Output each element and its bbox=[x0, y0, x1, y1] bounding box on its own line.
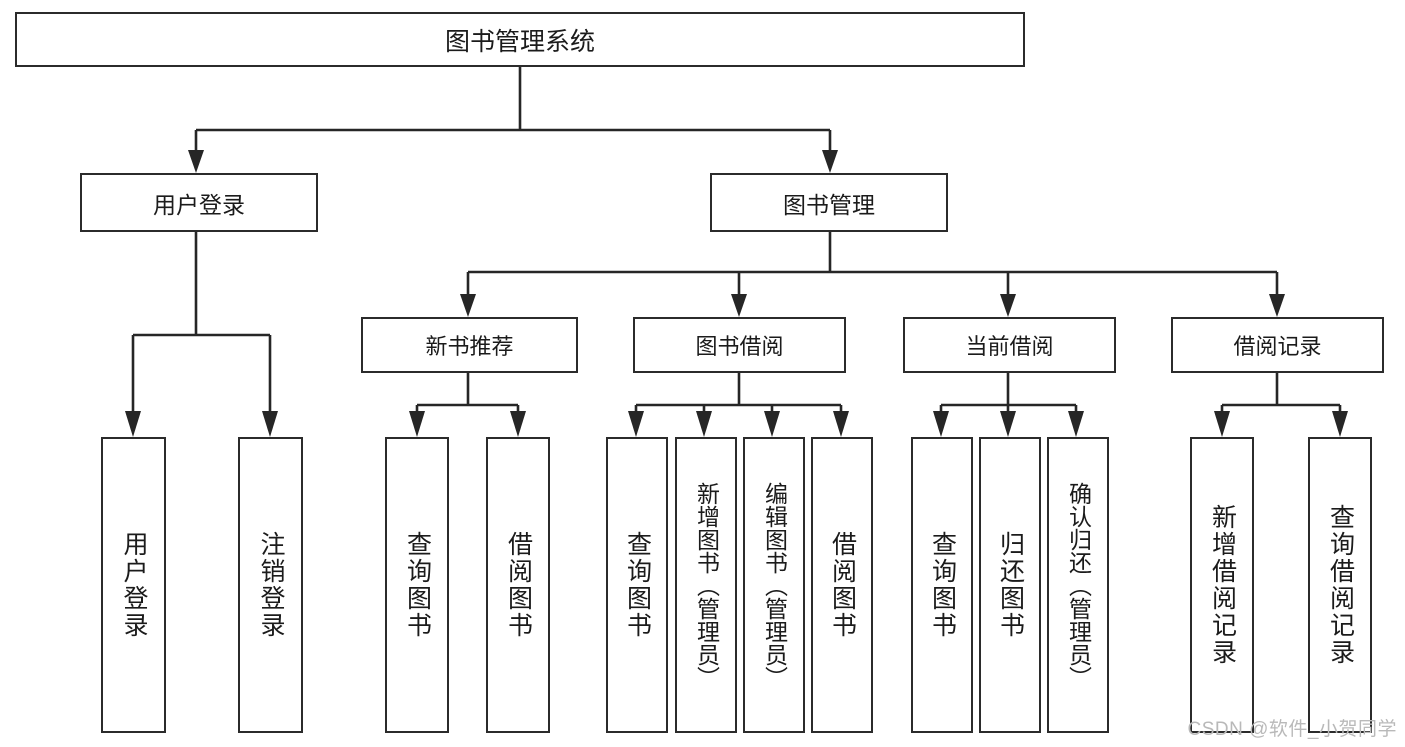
arrow-bookmanage-to-book-borrow bbox=[731, 294, 747, 317]
arrow-currentborrow-leaf-2 bbox=[1000, 411, 1016, 437]
leaf-label: 新增图书（管理员） bbox=[693, 481, 720, 689]
leaf-label: 借阅图书 bbox=[504, 531, 533, 639]
arrow-root-to-book-manage bbox=[822, 150, 838, 173]
arrow-newbook-leaf-2 bbox=[510, 411, 526, 437]
leaf-label: 查询图书 bbox=[928, 531, 957, 639]
leaf-borrowrecord-add-record[interactable]: 新增借阅记录 bbox=[1190, 437, 1254, 733]
node-borrow-record[interactable]: 借阅记录 bbox=[1171, 317, 1384, 373]
arrow-newbook-leaf-1 bbox=[409, 411, 425, 437]
node-book-borrow[interactable]: 图书借阅 bbox=[633, 317, 846, 373]
leaf-bookborrow-edit-book-admin[interactable]: 编辑图书（管理员） bbox=[743, 437, 805, 733]
node-label: 图书管理 bbox=[783, 191, 875, 218]
leaf-label: 查询借阅记录 bbox=[1326, 504, 1355, 666]
csdn-watermark: CSDN @软件_小贺同学 bbox=[1187, 719, 1397, 740]
node-new-book-recommendation[interactable]: 新书推荐 bbox=[361, 317, 578, 373]
node-book-management[interactable]: 图书管理 bbox=[710, 173, 948, 232]
leaf-borrowrecord-query-record[interactable]: 查询借阅记录 bbox=[1308, 437, 1372, 733]
leaf-bookborrow-query-books[interactable]: 查询图书 bbox=[606, 437, 668, 733]
leaf-user-login-logout[interactable]: 注销登录 bbox=[238, 437, 303, 733]
arrow-bookborrow-leaf-3 bbox=[764, 411, 780, 437]
leaf-label: 归还图书 bbox=[996, 531, 1025, 639]
leaf-user-login-login[interactable]: 用户登录 bbox=[101, 437, 166, 733]
leaf-label: 查询图书 bbox=[623, 531, 652, 639]
arrow-currentborrow-leaf-3 bbox=[1068, 411, 1084, 437]
leaf-newbook-query-books[interactable]: 查询图书 bbox=[385, 437, 449, 733]
arrow-bookborrow-leaf-2 bbox=[696, 411, 712, 437]
leaf-label: 查询图书 bbox=[403, 531, 432, 639]
leaf-label: 借阅图书 bbox=[828, 531, 857, 639]
node-label: 当前借阅 bbox=[965, 334, 1054, 359]
node-current-borrow[interactable]: 当前借阅 bbox=[903, 317, 1116, 373]
node-label: 用户登录 bbox=[153, 191, 245, 218]
arrow-userlogin-leaf-2 bbox=[262, 411, 278, 437]
leaf-label: 用户登录 bbox=[120, 531, 148, 639]
leaf-currentborrow-query-books[interactable]: 查询图书 bbox=[911, 437, 973, 733]
node-label: 图书管理系统 bbox=[444, 27, 595, 56]
leaf-label: 注销登录 bbox=[257, 531, 285, 639]
arrow-borrowrecord-leaf-2 bbox=[1332, 411, 1348, 437]
node-root-book-management-system[interactable]: 图书管理系统 bbox=[15, 12, 1025, 67]
leaf-currentborrow-confirm-return-admin[interactable]: 确认归还（管理员） bbox=[1047, 437, 1109, 733]
arrow-currentborrow-leaf-1 bbox=[933, 411, 949, 437]
arrow-bookborrow-leaf-1 bbox=[628, 411, 644, 437]
leaf-label: 编辑图书（管理员） bbox=[761, 481, 788, 689]
node-label: 借阅记录 bbox=[1233, 334, 1322, 359]
arrow-userlogin-leaf-1 bbox=[125, 411, 141, 437]
arrow-root-to-user-login bbox=[188, 150, 204, 173]
leaf-currentborrow-return-books[interactable]: 归还图书 bbox=[979, 437, 1041, 733]
node-user-login[interactable]: 用户登录 bbox=[80, 173, 318, 232]
arrow-borrowrecord-leaf-1 bbox=[1214, 411, 1230, 437]
arrow-bookmanage-to-borrow-record bbox=[1269, 294, 1285, 317]
arrow-bookmanage-to-new-book bbox=[460, 294, 476, 317]
node-label: 新书推荐 bbox=[425, 334, 514, 359]
arrow-bookmanage-to-current-borrow bbox=[1000, 294, 1016, 317]
leaf-label: 新增借阅记录 bbox=[1208, 504, 1237, 666]
node-label: 图书借阅 bbox=[695, 334, 784, 359]
leaf-bookborrow-borrow-books[interactable]: 借阅图书 bbox=[811, 437, 873, 733]
arrow-bookborrow-leaf-4 bbox=[833, 411, 849, 437]
leaf-newbook-borrow-books[interactable]: 借阅图书 bbox=[486, 437, 550, 733]
leaf-bookborrow-add-book-admin[interactable]: 新增图书（管理员） bbox=[675, 437, 737, 733]
leaf-label: 确认归还（管理员） bbox=[1065, 481, 1092, 689]
